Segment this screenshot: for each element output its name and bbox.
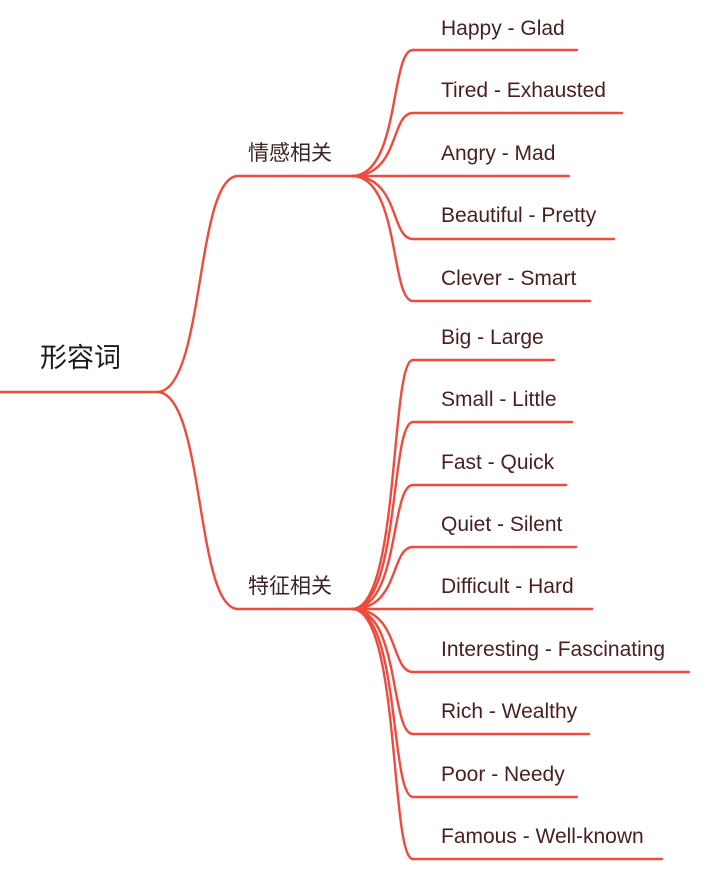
leaf-group-feature: Big - Large Small - Little Fast - Quick … bbox=[441, 326, 665, 848]
leaf-connector bbox=[350, 607, 415, 799]
leaf-node[interactable]: Clever - Smart bbox=[441, 267, 577, 290]
leaf-connector bbox=[350, 174, 415, 241]
leaf-node[interactable]: Small - Little bbox=[441, 388, 557, 411]
leaf-connector bbox=[350, 358, 415, 611]
leaf-node[interactable]: Angry - Mad bbox=[441, 142, 555, 165]
leaf-node[interactable]: Difficult - Hard bbox=[441, 575, 574, 598]
leaf-node[interactable]: Poor - Needy bbox=[441, 763, 565, 786]
leaf-node[interactable]: Quiet - Silent bbox=[441, 513, 563, 536]
leaf-connector bbox=[350, 483, 415, 611]
category-connector bbox=[155, 390, 240, 611]
leaf-node[interactable]: Interesting - Fascinating bbox=[441, 638, 665, 661]
root-node[interactable]: 形容词 bbox=[40, 343, 121, 374]
leaf-node[interactable]: Rich - Wealthy bbox=[441, 700, 578, 723]
leaf-connector bbox=[350, 111, 415, 178]
category-node-emotion[interactable]: 情感相关 bbox=[248, 141, 332, 165]
leaf-node[interactable]: Tired - Exhausted bbox=[441, 79, 606, 102]
leaf-connector bbox=[350, 607, 415, 674]
leaf-connector bbox=[350, 607, 415, 861]
leaf-connector bbox=[350, 174, 415, 303]
category-node-feature[interactable]: 特征相关 bbox=[248, 574, 332, 598]
leaf-node[interactable]: Beautiful - Pretty bbox=[441, 204, 597, 227]
leaf-connector bbox=[350, 48, 415, 178]
leaf-node[interactable]: Big - Large bbox=[441, 326, 544, 349]
category-label-emotion: 情感相关 bbox=[248, 141, 332, 165]
leaf-node[interactable]: Famous - Well-known bbox=[441, 825, 644, 848]
connector-lines bbox=[0, 48, 691, 861]
leaf-node[interactable]: Fast - Quick bbox=[441, 451, 555, 474]
leaf-connector bbox=[350, 420, 415, 611]
root-label: 形容词 bbox=[40, 343, 121, 374]
leaf-connector bbox=[350, 607, 415, 736]
leaf-connector bbox=[350, 545, 415, 611]
category-connector bbox=[155, 174, 240, 394]
leaf-node[interactable]: Happy - Glad bbox=[441, 17, 565, 40]
leaf-group-emotion: Happy - Glad Tired - Exhausted Angry - M… bbox=[441, 17, 606, 290]
category-label-feature: 特征相关 bbox=[248, 574, 332, 598]
